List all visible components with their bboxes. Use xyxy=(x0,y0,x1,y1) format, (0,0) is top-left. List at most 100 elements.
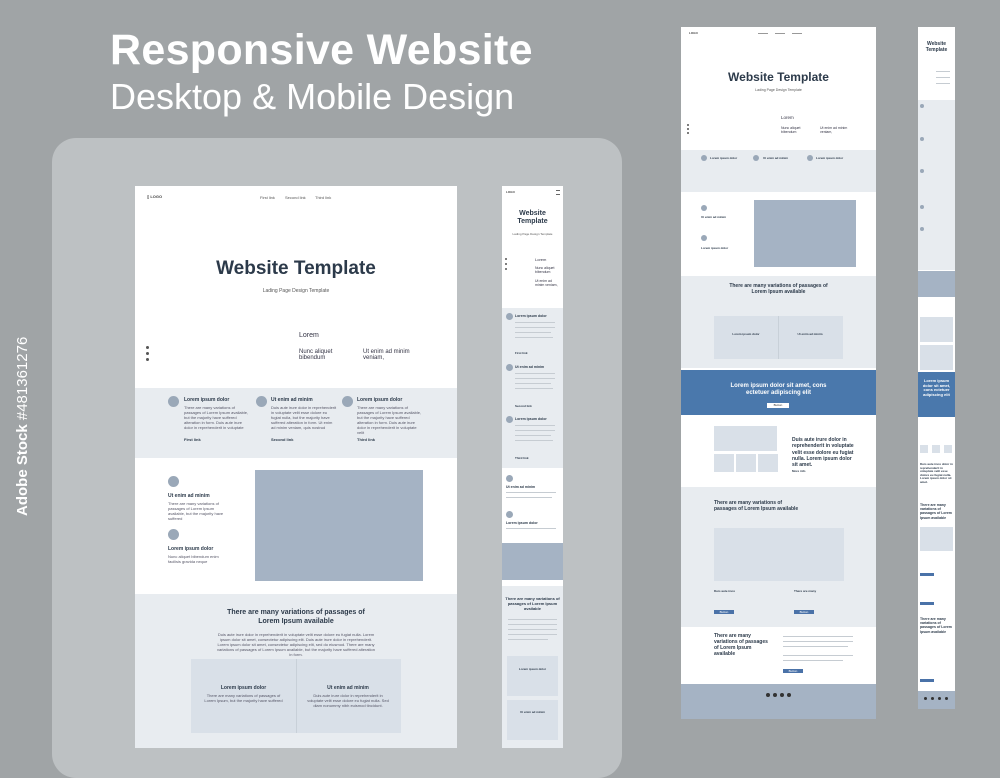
card xyxy=(714,316,778,359)
card-title: Ut enim ad minim xyxy=(797,332,823,336)
section3-button[interactable]: Button xyxy=(783,669,803,673)
col-button[interactable] xyxy=(920,602,934,605)
menu-icon[interactable] xyxy=(556,190,560,195)
text-line xyxy=(508,624,557,625)
footer xyxy=(681,684,876,719)
stock-brand: Adobe Stock xyxy=(14,424,31,516)
mobile-logo[interactable]: LOGO xyxy=(506,190,515,194)
social-icon[interactable] xyxy=(780,693,784,697)
desktop-hero-col2: Ut enim ad minim veniam, xyxy=(363,349,410,361)
card xyxy=(296,659,401,733)
feature-link[interactable]: First link xyxy=(515,351,528,355)
gallery-thumb xyxy=(758,454,778,472)
text-line xyxy=(515,388,553,389)
long-hero-subtitle: Lading Page Design Template xyxy=(755,88,802,92)
split-icon xyxy=(506,475,513,482)
split-icon xyxy=(920,227,924,231)
feature-icon xyxy=(256,396,267,407)
nav-first-link[interactable]: First link xyxy=(260,195,275,200)
social-icon[interactable] xyxy=(938,697,941,700)
feature-icon xyxy=(920,137,924,141)
long-hero-side-title: Lorem xyxy=(781,115,794,120)
gallery-link[interactable]: More info xyxy=(792,469,806,473)
feature-title: Lorem ipsum dolor xyxy=(816,156,844,160)
social-icon[interactable] xyxy=(766,693,770,697)
nav-link[interactable] xyxy=(775,33,785,34)
section2-title: There are many variations of passages of… xyxy=(920,503,952,520)
feature-link[interactable]: Second link xyxy=(271,437,294,442)
gallery-thumb xyxy=(944,445,952,453)
feature-icon xyxy=(920,104,924,108)
text-line xyxy=(783,660,843,661)
text-line xyxy=(936,71,950,72)
text-line xyxy=(508,634,557,635)
slider-dot[interactable] xyxy=(687,124,689,126)
slider-dot[interactable] xyxy=(687,132,689,134)
text-line xyxy=(515,435,551,436)
feature-icon xyxy=(701,155,707,161)
desktop-hero-subtitle: Lading Page Design Template xyxy=(262,288,330,294)
social-icon[interactable] xyxy=(931,697,934,700)
feature-title: Ut enim ad minim xyxy=(271,397,313,403)
feature-link[interactable]: First link xyxy=(184,437,201,442)
text-line xyxy=(936,77,950,78)
nav-second-link[interactable]: Second link xyxy=(285,195,306,200)
banner-button[interactable]: Button xyxy=(767,403,789,408)
headline-title: Responsive Website xyxy=(110,26,533,74)
footer xyxy=(918,691,955,709)
stock-id-label: Adobe Stock #481361276 xyxy=(14,337,31,516)
gallery-thumb xyxy=(920,445,928,453)
desktop-hero-title: Website Template xyxy=(216,258,376,279)
card xyxy=(507,700,558,740)
social-icon[interactable] xyxy=(773,693,777,697)
text-line xyxy=(936,83,950,84)
slider-dot[interactable] xyxy=(687,128,689,130)
slider-dot[interactable] xyxy=(146,358,149,361)
split-icon xyxy=(920,205,924,209)
feature-title: Lorem ipsum dolor xyxy=(515,417,547,421)
slider-dot[interactable] xyxy=(146,346,149,349)
card xyxy=(778,316,843,359)
feature-link[interactable]: Second link xyxy=(515,404,532,408)
split-icon xyxy=(701,205,707,211)
slider-dot[interactable] xyxy=(146,352,149,355)
feature-text: There are many variations of passages of… xyxy=(184,405,249,430)
gallery-title: Duis aute irure dolor in reprehenderit i… xyxy=(920,462,953,484)
nav-link[interactable] xyxy=(792,33,802,34)
desktop-logo[interactable]: ▯ LOGO xyxy=(147,194,163,199)
feature-title: Lorem ipsum dolor xyxy=(710,156,738,160)
slider-dot[interactable] xyxy=(505,263,507,265)
slider-dot[interactable] xyxy=(505,258,507,260)
feature-link[interactable]: Third link xyxy=(515,456,529,460)
text-line xyxy=(515,383,551,384)
text-line xyxy=(508,629,557,630)
split-icon xyxy=(168,529,179,540)
col-button[interactable]: Button xyxy=(794,610,814,614)
text-line xyxy=(515,430,555,431)
feature-link[interactable]: Third link xyxy=(357,437,375,442)
desktop-page: ▯ LOGO First link Second link Third link… xyxy=(135,186,457,748)
section3-button[interactable] xyxy=(920,679,934,682)
social-icon[interactable] xyxy=(924,697,927,700)
col-button[interactable]: Button xyxy=(714,610,734,614)
section2-title: There are many variations of passages of… xyxy=(714,500,799,512)
feature-title: Ut enim ad minim xyxy=(763,156,789,160)
nav-link[interactable] xyxy=(758,33,768,34)
split-title: Ut enim ad minim xyxy=(506,485,536,489)
social-icon[interactable] xyxy=(945,697,948,700)
mobile-hero-col1: Nunc aliquet bibendum xyxy=(535,266,555,274)
col-button[interactable] xyxy=(920,573,934,576)
long-desktop-page: LOGO Website Template Lading Page Design… xyxy=(681,27,876,719)
gallery-thumb xyxy=(932,445,940,453)
slider-dot[interactable] xyxy=(505,268,507,270)
social-icon[interactable] xyxy=(787,693,791,697)
card-title: Lorem ipsum dolor xyxy=(732,332,760,336)
nav-third-link[interactable]: Third link xyxy=(315,195,332,200)
split-title: Lorem ipsum dolor xyxy=(701,246,729,250)
long-logo[interactable]: LOGO xyxy=(689,31,698,35)
split-title: Lorem ipsum dolor xyxy=(168,546,214,552)
col-title: There are many xyxy=(794,589,817,593)
text-line xyxy=(515,322,555,323)
split-title: Ut enim ad minim xyxy=(701,215,727,219)
card-title: Lorem ipsum dolor xyxy=(518,667,547,671)
